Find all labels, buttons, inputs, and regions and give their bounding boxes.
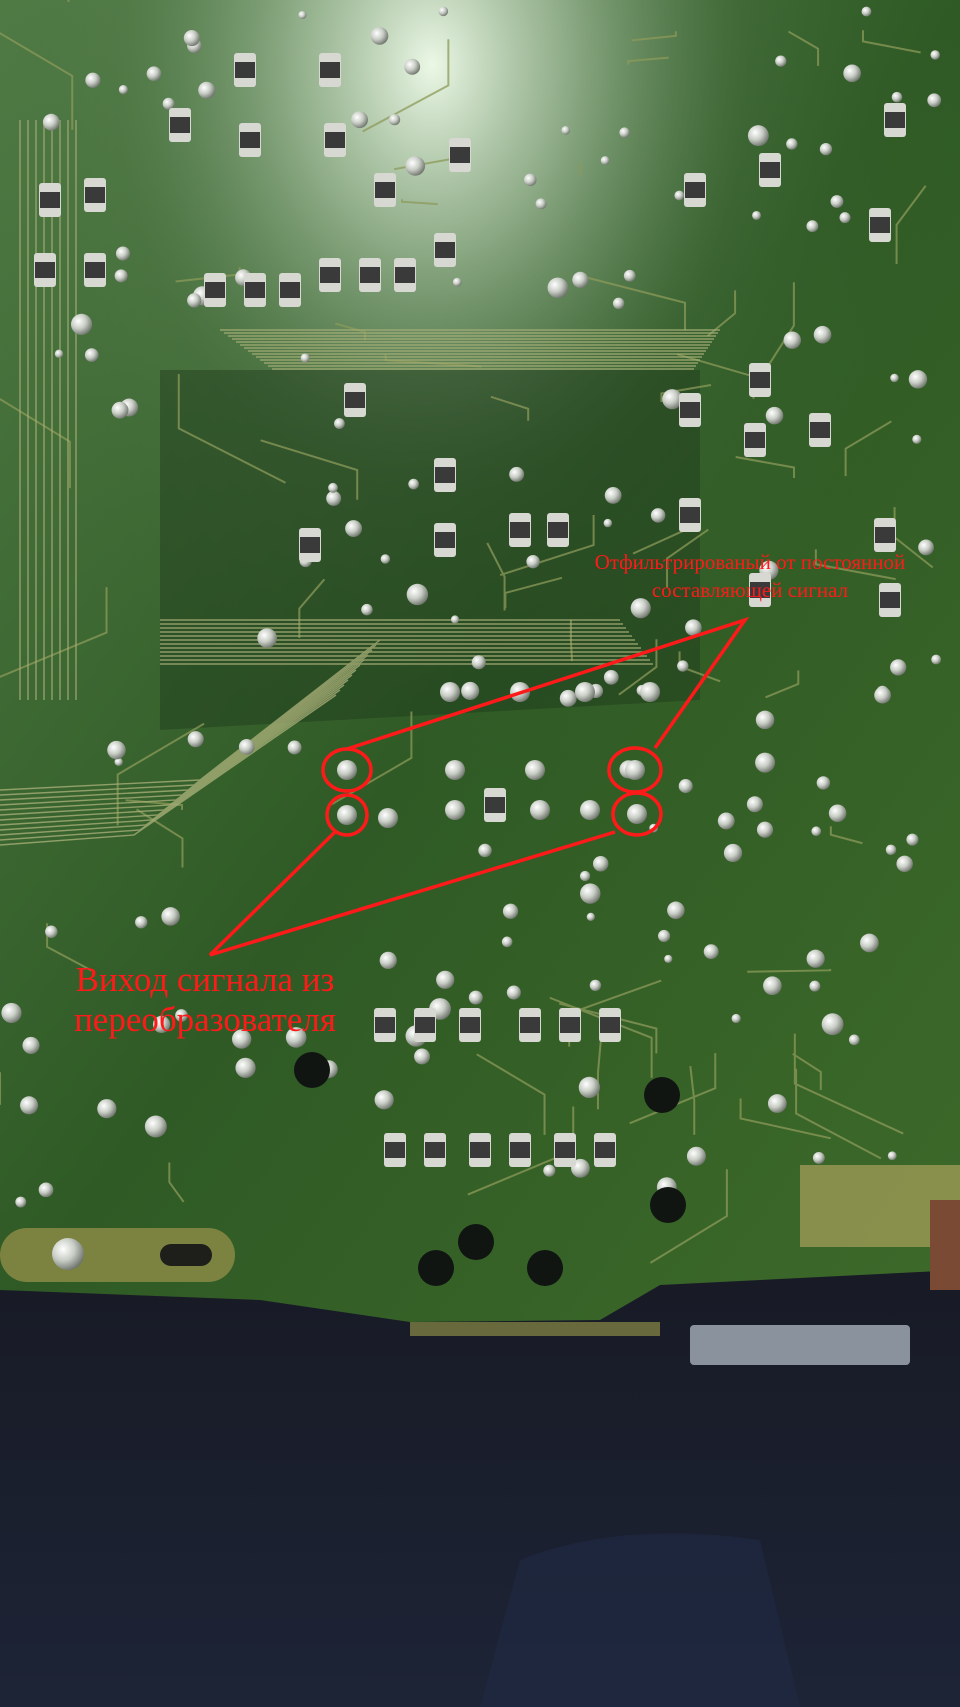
annotation-filtered-signal: Отфильтрированый от постоянной составляю… [594, 550, 906, 602]
red-annotation-marks [208, 616, 750, 957]
annotation-converter-output: Виход сигнала из переобразователя [74, 960, 336, 1039]
